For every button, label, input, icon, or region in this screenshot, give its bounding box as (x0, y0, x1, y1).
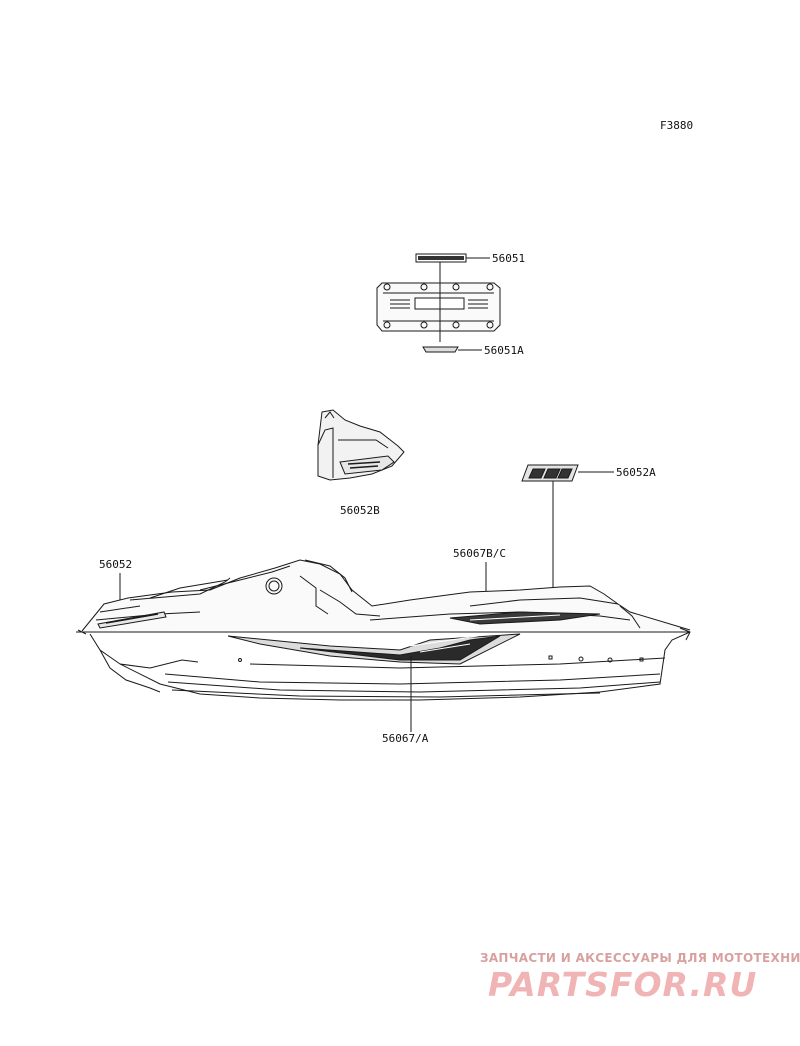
hull-fittings (238, 655, 644, 663)
watermark-logo: PARTSFOR.RU (488, 965, 758, 1004)
callout-56067bc[interactable]: 56067B/C (453, 547, 506, 560)
callout-56052a[interactable]: 56052A (616, 466, 656, 479)
decal-56052-bow[interactable] (97, 611, 167, 629)
callout-56051a[interactable]: 56051A (484, 344, 524, 357)
watermark-tagline: ЗАПЧАСТИ И АКСЕССУАРЫ ДЛЯ МОТОТЕХНИКИ (480, 951, 800, 965)
decal-56051[interactable] (415, 253, 467, 263)
decal-56067a-stripe[interactable] (227, 633, 521, 665)
decal-56052a[interactable] (521, 464, 579, 482)
decal-56067bc-stripe[interactable] (449, 611, 601, 625)
callout-56052[interactable]: 56052 (99, 558, 132, 571)
callout-56052b[interactable]: 56052B (340, 504, 380, 517)
figure-code: F3880 (660, 119, 693, 132)
callout-56051[interactable]: 56051 (492, 252, 525, 265)
decal-56052b-part[interactable] (317, 409, 405, 481)
callout-56067a[interactable]: 56067/A (382, 732, 429, 745)
watercraft-hull (76, 559, 691, 701)
cover-panel (376, 282, 501, 332)
decal-56051a[interactable] (422, 346, 459, 353)
